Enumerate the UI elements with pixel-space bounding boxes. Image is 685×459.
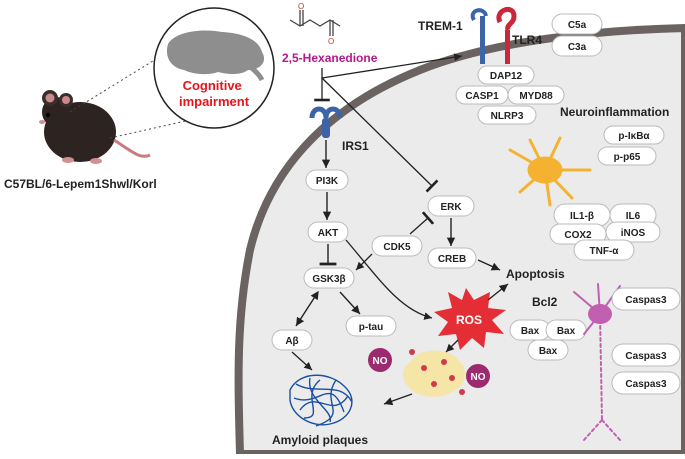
creb-label: CREB <box>438 254 466 265</box>
neuroinflammation-title: Neuroinflammation <box>560 105 669 119</box>
brain-icon <box>166 30 265 82</box>
microglia-icon <box>508 136 592 207</box>
p-p65-label: p-p65 <box>614 152 641 163</box>
no-circle-2: NO <box>466 364 490 388</box>
cognitive-impairment-label: Cognitive impairment <box>179 78 250 109</box>
pi3k-pill: PI3K <box>305 169 349 191</box>
erk-pill: ERK <box>427 195 475 217</box>
ros-label: ROS <box>456 313 482 327</box>
il6-label: IL6 <box>626 211 641 222</box>
erk-label: ERK <box>440 202 462 213</box>
hexanedione-molecule-icon <box>289 10 341 36</box>
zoom-line-bottom <box>109 119 191 139</box>
damaged-cell-icon <box>402 349 466 397</box>
p-p65-pill: p-p65 <box>597 146 657 166</box>
ptau-pill: p-tau <box>345 315 397 337</box>
caspase-label-2: Caspas3 <box>625 351 667 362</box>
c3a-label: C3a <box>568 42 587 53</box>
ros-to-cell-arrow <box>445 339 459 353</box>
pi3k-label: PI3K <box>316 176 339 187</box>
bcl2-label: Bcl2 <box>532 295 558 309</box>
gsk3b-pill: GSK3β <box>303 267 355 289</box>
gsk3b-to-ptau-arrow <box>339 291 361 315</box>
caspase-label-3: Caspas3 <box>625 379 667 390</box>
c5a-label: C5a <box>568 20 587 31</box>
tnfa-label: TNF-α <box>590 246 620 257</box>
zoom-line-top <box>69 31 201 113</box>
creb-to-apoptosis-arrow <box>477 259 501 271</box>
neuron-icon <box>573 283 621 441</box>
akt-pill: AKT <box>307 221 349 243</box>
toxin-label: 2,5-Hexanedione <box>282 51 378 65</box>
p-ikba-pill: p-IκBα <box>603 125 665 145</box>
mouse-illustration <box>39 90 151 164</box>
caspase-pill-1: Caspas3 <box>611 287 681 311</box>
cdk5-to-gsk3b-arrow <box>355 253 373 271</box>
tlr4-receptor-icon <box>496 6 517 64</box>
il6-pill: IL6 <box>609 203 657 227</box>
ptau-label: p-tau <box>359 322 383 333</box>
ros-to-apoptosis-arrow <box>487 283 509 301</box>
dap12-pill: DAP12 <box>477 65 535 85</box>
toxin-inhibits-erk-line <box>321 77 439 193</box>
bax-label-1: Bax <box>521 326 540 337</box>
bax-pill-3: Bax <box>527 339 569 361</box>
no-circle-1: NO <box>368 348 392 372</box>
amyloid-plaque-icon <box>289 374 353 427</box>
irs1-label: IRS1 <box>342 139 369 153</box>
inos-label: iNOS <box>621 228 646 239</box>
ros-starburst <box>434 288 506 350</box>
gsk3b-to-abeta-arrow <box>295 290 319 327</box>
complement-c5a-pill: C5a <box>551 13 603 35</box>
akt-to-ros-arrow <box>345 239 433 320</box>
caspase-pill-3: Caspas3 <box>611 371 681 395</box>
trem1-receptor-icon <box>470 8 488 64</box>
il1b-pill: IL1-β <box>553 203 611 227</box>
trem1-label: TREM-1 <box>418 19 463 33</box>
nlrp3-label: NLRP3 <box>491 111 524 122</box>
nlrp3-pill: NLRP3 <box>477 105 537 125</box>
cell-to-plaques-arrow <box>383 393 413 406</box>
cdk5-label: CDK5 <box>383 242 411 253</box>
abeta-label: Aβ <box>285 336 298 347</box>
bax-label-3: Bax <box>539 346 558 357</box>
dap12-label: DAP12 <box>490 71 523 82</box>
o-top-label: O <box>298 2 304 11</box>
complement-c3a-pill: C3a <box>551 35 603 57</box>
cdk5-pill: CDK5 <box>371 235 423 257</box>
tnfa-pill: TNF-α <box>573 239 635 261</box>
bax-label-2: Bax <box>557 326 576 337</box>
casp1-pill: CASP1 <box>455 85 509 105</box>
abeta-to-plaques-arrow <box>291 351 313 371</box>
apoptosis-label: Apoptosis <box>506 267 565 281</box>
cdk5-inhibits-erk-line <box>409 211 435 235</box>
il1b-label: IL1-β <box>570 211 594 222</box>
caspase-pill-2: Caspas3 <box>611 343 681 367</box>
gsk3b-label: GSK3β <box>312 274 345 285</box>
no-label-1: NO <box>373 356 388 367</box>
casp1-label: CASP1 <box>465 91 499 102</box>
irs1-receptor-icon <box>309 106 343 138</box>
bax-pill-2: Bax <box>545 319 587 341</box>
mouse-strain-label: C57BL/6-Lepem1Shwl/Korl <box>4 177 157 191</box>
amyloid-plaques-label: Amyloid plaques <box>272 433 368 447</box>
p-ikba-label: p-IκBα <box>618 131 650 142</box>
bax-pill-1: Bax <box>509 319 551 341</box>
cox2-label: COX2 <box>564 230 592 241</box>
abeta-pill: Aβ <box>271 329 313 351</box>
creb-pill: CREB <box>427 247 477 269</box>
tlr4-label: TLR4 <box>512 33 542 47</box>
o-bottom-label: O <box>328 37 334 46</box>
akt-label: AKT <box>318 228 339 239</box>
caspase-label-1: Caspas3 <box>625 295 667 306</box>
myd88-pill: MYD88 <box>507 85 565 105</box>
inos-pill: iNOS <box>605 221 661 243</box>
no-label-2: NO <box>471 372 486 383</box>
myd88-label: MYD88 <box>519 91 553 102</box>
